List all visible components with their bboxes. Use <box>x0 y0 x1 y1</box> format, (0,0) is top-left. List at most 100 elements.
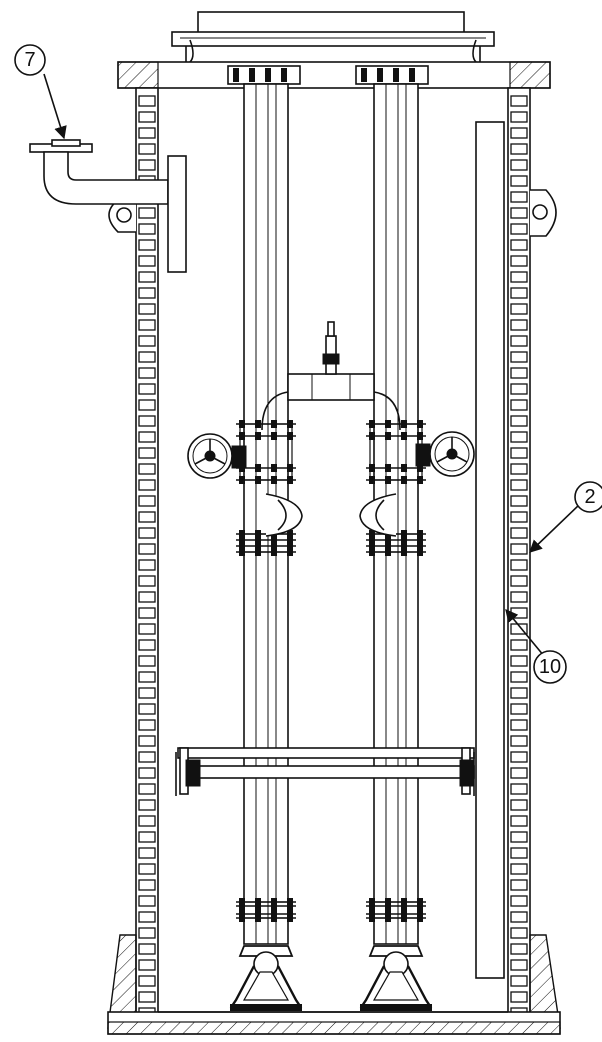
wall-rib <box>510 719 528 731</box>
wall-rib <box>138 927 156 939</box>
wall-rib <box>510 671 528 683</box>
wall-rib <box>138 143 156 155</box>
wall-rib <box>510 575 528 587</box>
wall-rib <box>510 255 528 267</box>
wall-rib <box>510 415 528 427</box>
wall-rib <box>138 255 156 267</box>
wall-rib <box>138 511 156 523</box>
outlet-pipe <box>29 139 187 273</box>
wall-rib <box>510 175 528 187</box>
wall-rib <box>138 895 156 907</box>
callout-2-label: 2 <box>584 486 595 508</box>
wall-rib <box>138 495 156 507</box>
wall-rib <box>510 383 528 395</box>
tank-wall-left <box>135 87 159 1029</box>
wall-rib <box>138 367 156 379</box>
wall-rib <box>510 95 528 107</box>
wall-rib <box>138 815 156 827</box>
wall-rib <box>138 655 156 667</box>
manifold-tee <box>261 321 401 431</box>
wall-rib <box>510 751 528 763</box>
wall-rib <box>138 607 156 619</box>
wall-rib <box>510 479 528 491</box>
wall-rib <box>510 831 528 843</box>
wall-rib <box>138 431 156 443</box>
wall-rib <box>138 735 156 747</box>
wall-rib <box>138 831 156 843</box>
wall-rib <box>138 95 156 107</box>
flange-bolt <box>281 68 287 82</box>
wall-rib <box>138 447 156 459</box>
wall-rib <box>138 111 156 123</box>
wall-rib <box>510 159 528 171</box>
wall-rib <box>510 607 528 619</box>
wall-rib <box>510 591 528 603</box>
wall-rib <box>138 303 156 315</box>
wall-rib <box>510 943 528 955</box>
wall-rib <box>510 495 528 507</box>
pump-auto-coupling <box>229 945 303 1011</box>
wall-rib <box>510 399 528 411</box>
wall-rib <box>510 703 528 715</box>
guide-rail <box>475 121 505 979</box>
wall-rib <box>510 799 528 811</box>
wall-rib <box>510 447 528 459</box>
wall-rib <box>138 287 156 299</box>
wall-rib <box>510 735 528 747</box>
wall-rib <box>138 239 156 251</box>
wall-rib <box>510 991 528 1003</box>
wall-rib <box>138 415 156 427</box>
wall-rib <box>138 799 156 811</box>
wall-rib <box>510 207 528 219</box>
wall-rib <box>138 719 156 731</box>
wall-rib <box>510 927 528 939</box>
wall-rib <box>138 223 156 235</box>
wall-rib <box>510 191 528 203</box>
wall-rib <box>510 559 528 571</box>
wall-rib <box>510 431 528 443</box>
wall-rib <box>138 703 156 715</box>
wall-rib <box>510 319 528 331</box>
wall-rib <box>510 127 528 139</box>
flange-bolt <box>265 68 271 82</box>
wall-rib <box>510 239 528 251</box>
callout-7: 7 <box>14 44 67 140</box>
wall-rib <box>138 991 156 1003</box>
wall-rib <box>138 783 156 795</box>
wall-rib <box>510 655 528 667</box>
wall-rib <box>138 943 156 955</box>
wall-rib <box>510 143 528 155</box>
wall-rib <box>138 399 156 411</box>
wall-rib <box>138 271 156 283</box>
callout-2: 2 <box>529 481 602 553</box>
wall-rib <box>510 911 528 923</box>
wall-rib <box>510 351 528 363</box>
wall-rib <box>138 527 156 539</box>
wall-rib <box>510 271 528 283</box>
flange-bolt <box>409 68 415 82</box>
flange-bolt <box>393 68 399 82</box>
wall-rib <box>138 591 156 603</box>
lifting-lug-right <box>530 189 557 237</box>
wall-rib <box>510 223 528 235</box>
wall-rib <box>510 959 528 971</box>
check-valve-left <box>265 493 303 537</box>
flange-bolt <box>361 68 367 82</box>
wall-rib <box>138 975 156 987</box>
wall-rib <box>138 847 156 859</box>
wall-rib <box>138 127 156 139</box>
wall-rib <box>138 879 156 891</box>
check-valve-right <box>359 493 397 537</box>
wall-rib <box>510 815 528 827</box>
callout-10-label: 10 <box>539 656 561 678</box>
wall-rib <box>510 879 528 891</box>
wall-rib <box>510 111 528 123</box>
wall-rib <box>138 671 156 683</box>
callout-7-label: 7 <box>24 49 35 71</box>
flange-bolt <box>249 68 255 82</box>
wall-rib <box>138 351 156 363</box>
wall-rib <box>510 687 528 699</box>
gate-valve <box>366 420 426 484</box>
wall-rib <box>510 303 528 315</box>
